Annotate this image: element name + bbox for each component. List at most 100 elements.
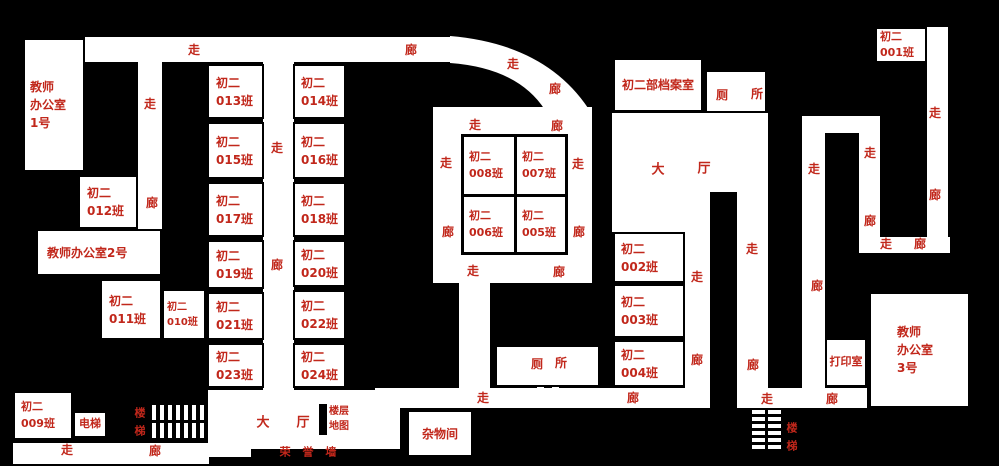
classroom-020-label: 初二 020班 — [301, 247, 339, 280]
west-corridor — [138, 62, 162, 229]
corridor-label: 走 — [476, 391, 490, 405]
classroom-013: 初二 013班 — [207, 64, 264, 119]
classroom-006-label: 初二 006班 — [469, 209, 503, 239]
corridor-label: 廊 — [913, 237, 927, 251]
floor-map-label-2: 地图 — [329, 421, 349, 432]
corridor-label: 走 — [468, 118, 482, 132]
classroom-010-label: 初二 010班 — [167, 301, 198, 328]
elevator: 电梯 — [73, 411, 107, 438]
toilet-north-door — [727, 111, 743, 115]
classroom-023-label: 初二 023班 — [216, 349, 254, 382]
classroom-012: 初二 012班 — [78, 175, 138, 229]
main-hall-label-2: 厅 — [697, 161, 711, 177]
corridor-label: 廊 — [548, 82, 562, 96]
corridor-label: 走 — [760, 392, 774, 406]
east-u-corridor-right — [859, 133, 880, 253]
office-1: 教师 办公室 1号 — [23, 38, 85, 172]
classroom-008-label: 初二 008班 — [469, 150, 503, 180]
corridor-label: 廊 — [928, 188, 942, 202]
main-hall-label-1: 大 — [651, 162, 665, 178]
corridor-label: 廊 — [441, 225, 455, 239]
classroom-008: 初二 008班 — [464, 137, 514, 194]
corridor-label: 走 — [928, 106, 942, 120]
archive-room: 初二部档案室 — [613, 58, 703, 112]
classroom-024-label: 初二 024班 — [301, 349, 339, 382]
classroom-021-label: 初二 021班 — [216, 300, 254, 332]
corridor-label: 廊 — [746, 358, 760, 372]
classroom-017: 初二 017班 — [207, 182, 264, 237]
corridor-label: 廊 — [148, 444, 162, 458]
classroom-001-label: 初二 001班 — [880, 29, 914, 60]
corridor-label: 廊 — [270, 258, 284, 272]
corridor-label: 走 — [143, 97, 157, 111]
corridor-label: 走 — [745, 242, 759, 256]
corridor-label: 走 — [60, 443, 74, 457]
classroom-005-label: 初二 005班 — [522, 209, 556, 239]
stairs-east-col-2 — [768, 410, 781, 452]
classroom-022: 初二 022班 — [293, 290, 346, 340]
office-2: 教师办公室2号 — [36, 229, 162, 276]
classroom-011-label: 初二 011班 — [109, 293, 147, 326]
print-room-label: 打印室 — [829, 355, 863, 369]
corridor-label: 廊 — [145, 196, 159, 210]
classroom-corridor — [263, 62, 294, 391]
stairs-west-row-2 — [152, 423, 208, 438]
south-corridor-east — [738, 388, 867, 408]
south-hall-label-2: 厅 — [296, 415, 310, 431]
north-corridor — [85, 37, 458, 62]
classroom-017-label: 初二 017班 — [216, 193, 254, 226]
corridor-label: 走 — [466, 264, 480, 278]
classroom-002: 初二 002班 — [613, 232, 685, 283]
classroom-019: 初二 019班 — [207, 240, 264, 289]
floor-map-label-1: 楼层 — [329, 406, 349, 417]
classroom-019-label: 初二 019班 — [216, 248, 254, 281]
corridor-label: 廊 — [810, 279, 824, 293]
elevator-label: 电梯 — [79, 417, 101, 431]
office-1-label: 教师 办公室 1号 — [30, 80, 67, 130]
corridor-label: 廊 — [626, 391, 640, 405]
corridor-label: 走 — [807, 162, 821, 176]
classroom-016: 初二 016班 — [293, 122, 346, 179]
south-corridor-west — [375, 388, 710, 408]
hall-south-corridor-1 — [685, 232, 710, 408]
main-hall — [612, 113, 768, 232]
classroom-022-label: 初二 022班 — [301, 299, 339, 331]
corridor-label: 走 — [571, 157, 585, 171]
corridor-label: 廊 — [550, 119, 564, 133]
classroom-021: 初二 021班 — [207, 292, 264, 340]
corridor-label: 走 — [270, 141, 284, 155]
elevator-door — [74, 437, 106, 443]
office-3-label: 教师 办公室 3号 — [897, 325, 934, 375]
toilet-south-label-1: 厕 — [530, 357, 544, 371]
office-3: 教师 办公室 3号 — [869, 292, 970, 408]
archive-room-label: 初二部档案室 — [621, 78, 694, 92]
southwest-corridor — [13, 443, 209, 464]
corridor-label: 廊 — [572, 225, 586, 239]
classroom-001: 初二 001班 — [875, 27, 927, 63]
toilet-south-door-1 — [537, 385, 544, 390]
corridor-label: 廊 — [863, 214, 877, 228]
toilet-south-door-2 — [552, 385, 559, 390]
east-u-corridor-left — [802, 116, 825, 390]
corridor-label: 走 — [879, 237, 893, 251]
storage-room-label: 杂物间 — [421, 426, 458, 441]
classroom-023: 初二 023班 — [207, 343, 264, 388]
classroom-005: 初二 005班 — [517, 197, 565, 252]
east-corridor — [927, 27, 948, 253]
corridor-label: 走 — [863, 146, 877, 160]
classroom-004-label: 初二 004班 — [621, 347, 659, 380]
stairs-west-row-1 — [152, 405, 208, 420]
classroom-012-label: 初二 012班 — [87, 186, 125, 218]
corridor-label: 廊 — [404, 43, 418, 57]
classroom-007-label: 初二 007班 — [522, 150, 556, 180]
classroom-002-label: 初二 002班 — [621, 241, 659, 274]
office-2-label: 教师办公室2号 — [47, 245, 128, 260]
classroom-018-label: 初二 018班 — [301, 193, 339, 226]
storage-room: 杂物间 — [407, 410, 473, 457]
stairs-east-col-1 — [752, 410, 765, 452]
classroom-007: 初二 007班 — [517, 137, 565, 194]
classroom-009-label: 初二 009班 — [21, 400, 55, 430]
floor-map-board — [319, 404, 327, 435]
